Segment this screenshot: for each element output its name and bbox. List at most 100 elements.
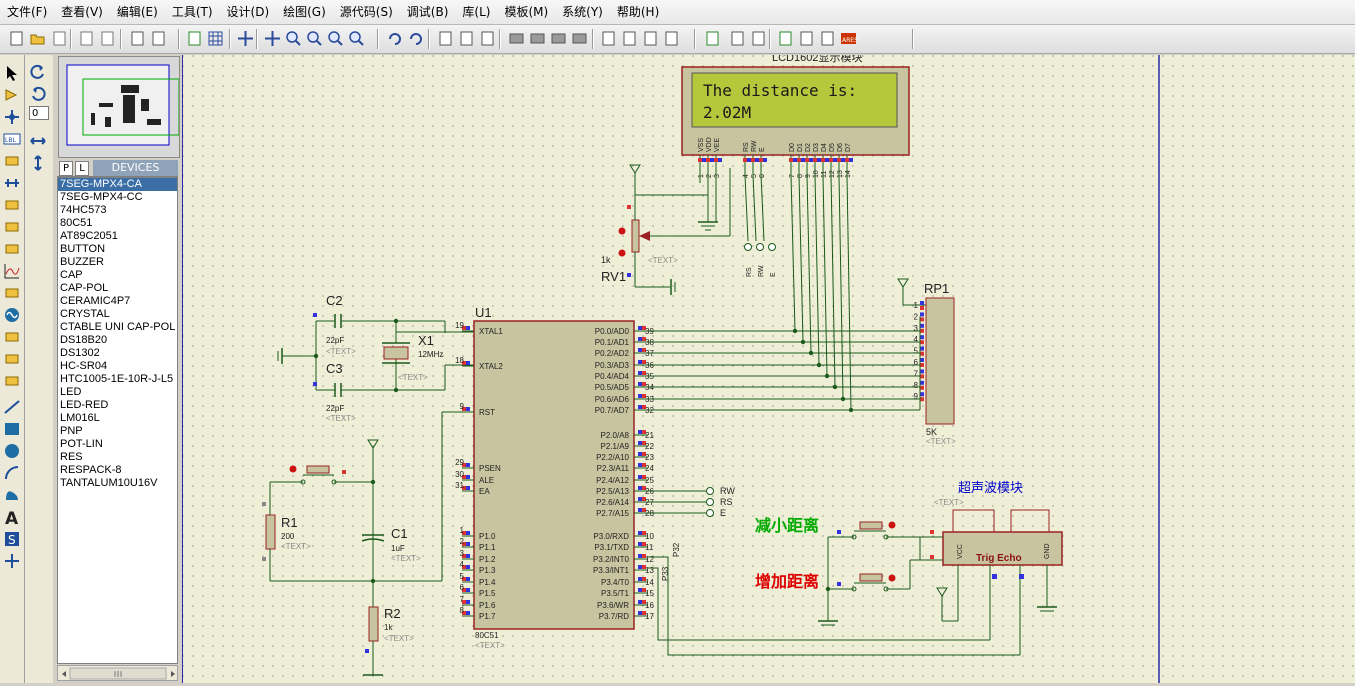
subcircuit-icon[interactable] [3, 196, 21, 214]
ares-icon[interactable]: ARES [840, 30, 857, 47]
graph-icon[interactable] [3, 262, 21, 280]
device-list-item[interactable]: CAP-POL [60, 282, 109, 294]
increase-distance-button[interactable]: 增加距离 [755, 559, 920, 626]
device-list-scrollbar[interactable] [57, 665, 178, 681]
device-pins-icon[interactable] [3, 240, 21, 258]
lcd1602-module[interactable]: LCD1602显示模块 The distance is: 2.02M VSS1V… [681, 55, 910, 222]
menu-item-7[interactable]: 调试(B) [406, 5, 449, 19]
device-list-item[interactable]: PNP [60, 425, 83, 437]
device-list-item[interactable]: 80C51 [60, 217, 93, 229]
device-list-item[interactable]: RESPACK-8 [60, 464, 122, 476]
ultrasonic-module[interactable]: 超声波模块 <TEXT> Trig Echo VCC GND [919, 480, 1063, 655]
device-list-item[interactable]: HTC1005-1E-10R-J-L5 [60, 373, 174, 385]
undo-icon[interactable] [386, 30, 403, 47]
bill-of-materials-icon[interactable] [777, 30, 794, 47]
menu-item-9[interactable]: 模板(M) [504, 5, 549, 19]
mirror-vertical-icon[interactable] [29, 154, 47, 172]
save-icon[interactable] [51, 30, 68, 47]
marker-icon[interactable] [3, 552, 21, 570]
grid-icon[interactable] [207, 30, 224, 47]
menu-item-0[interactable]: 文件(F) [7, 5, 48, 19]
origin-icon[interactable] [237, 30, 254, 47]
device-list-item[interactable]: BUTTON [60, 243, 106, 255]
pan-icon[interactable] [264, 30, 281, 47]
device-list-item[interactable]: HC-SR04 [60, 360, 108, 372]
rotate-anticlockwise-icon[interactable] [29, 85, 47, 103]
voltage-probe-icon[interactable] [3, 328, 21, 346]
device-list-item[interactable]: 7SEG-MPX4-CA [58, 178, 177, 191]
cut-icon[interactable] [437, 30, 454, 47]
menu-item-3[interactable]: 工具(T) [171, 5, 213, 19]
decrease-distance-button[interactable]: 减小距离 [755, 516, 920, 621]
paste-icon[interactable] [479, 30, 496, 47]
device-list-item[interactable]: CAP [60, 269, 83, 281]
import-icon[interactable] [78, 30, 95, 47]
search-tag-icon[interactable] [704, 30, 721, 47]
menu-item-10[interactable]: 系统(Y) [562, 5, 603, 19]
device-list-item[interactable]: TANTALUM10U16V [60, 477, 158, 489]
print-icon[interactable] [129, 30, 146, 47]
path-icon[interactable] [3, 486, 21, 504]
mirror-horizontal-icon[interactable] [29, 132, 47, 150]
menu-item-6[interactable]: 源代码(S) [339, 5, 393, 19]
export-netlist-icon[interactable] [819, 30, 836, 47]
generator-icon[interactable] [3, 306, 21, 324]
pick-device-icon[interactable] [600, 30, 617, 47]
u1-80c51-microcontroller[interactable]: U1 80C51 <TEXT> 19XTAL118XTAL29RST29PSEN… [455, 305, 654, 650]
terminals-icon[interactable] [3, 218, 21, 236]
netlist-icon[interactable] [750, 30, 767, 47]
redo-icon[interactable] [407, 30, 424, 47]
bus-icon[interactable] [3, 174, 21, 192]
export-icon[interactable] [99, 30, 116, 47]
device-list-item[interactable]: 74HC573 [60, 204, 107, 216]
junction-icon[interactable] [3, 108, 21, 126]
symbol-icon[interactable]: S [3, 530, 21, 548]
property-tool-icon[interactable] [729, 30, 746, 47]
device-list-item[interactable]: RES [60, 451, 83, 463]
print-setup-icon[interactable] [150, 30, 167, 47]
menu-item-2[interactable]: 编辑(E) [116, 5, 158, 19]
refresh-icon[interactable] [186, 30, 203, 47]
device-list-item[interactable]: 7SEG-MPX4-CC [60, 191, 143, 203]
wire-autorouter-icon[interactable] [663, 30, 680, 47]
copy-icon[interactable] [458, 30, 475, 47]
electrical-check-icon[interactable] [798, 30, 815, 47]
text-script-icon[interactable] [3, 152, 21, 170]
menu-item-4[interactable]: 设计(D) [226, 5, 270, 19]
open-folder-icon[interactable] [29, 30, 46, 47]
zoom-area-icon[interactable] [348, 30, 365, 47]
device-list-item[interactable]: LM016L [60, 412, 100, 424]
zoom-out-icon[interactable] [306, 30, 323, 47]
selection-mode-icon[interactable] [3, 64, 21, 82]
device-list-item[interactable]: CTABLE UNI CAP-POL [60, 321, 176, 333]
device-list-item[interactable]: CRYSTAL [60, 308, 110, 320]
line-icon[interactable] [3, 398, 21, 416]
block-copy-icon[interactable] [508, 30, 525, 47]
current-probe-icon[interactable] [3, 350, 21, 368]
menu-item-5[interactable]: 绘图(G) [283, 5, 326, 19]
box-icon[interactable] [3, 420, 21, 438]
device-list-item[interactable]: POT-LIN [60, 438, 103, 450]
scroll-right-arrow-icon[interactable] [171, 671, 175, 677]
device-list-item[interactable]: LED [60, 386, 82, 398]
block-delete-icon[interactable] [571, 30, 588, 47]
pick-devices-tab[interactable]: P [59, 161, 73, 176]
device-list-item[interactable]: LED-RED [60, 399, 109, 411]
rv1-potentiometer[interactable]: 1k <TEXT> RV1 [601, 164, 731, 295]
reset-circuit[interactable]: R1 200 <TEXT> C1 1uF <TEXT> R2 1k <TEXT> [262, 411, 474, 676]
block-rotate-icon[interactable] [550, 30, 567, 47]
zoom-in-icon[interactable] [285, 30, 302, 47]
device-list-item[interactable]: CERAMIC4P7 [60, 295, 131, 307]
device-list-item[interactable]: DS18B20 [60, 334, 108, 346]
wire-label-icon[interactable]: LBL [3, 130, 21, 148]
rotate-clockwise-icon[interactable] [29, 63, 47, 81]
decompose-icon[interactable] [642, 30, 659, 47]
crystal-oscillator-circuit[interactable]: C2 22pF <TEXT> C3 22pF <TEXT> X1 12MHz <… [277, 293, 474, 423]
circle-icon[interactable] [3, 442, 21, 460]
menu-item-1[interactable]: 查看(V) [61, 5, 103, 19]
device-list-item[interactable]: AT89C2051 [60, 230, 118, 242]
menu-item-11[interactable]: 帮助(H) [616, 5, 660, 19]
